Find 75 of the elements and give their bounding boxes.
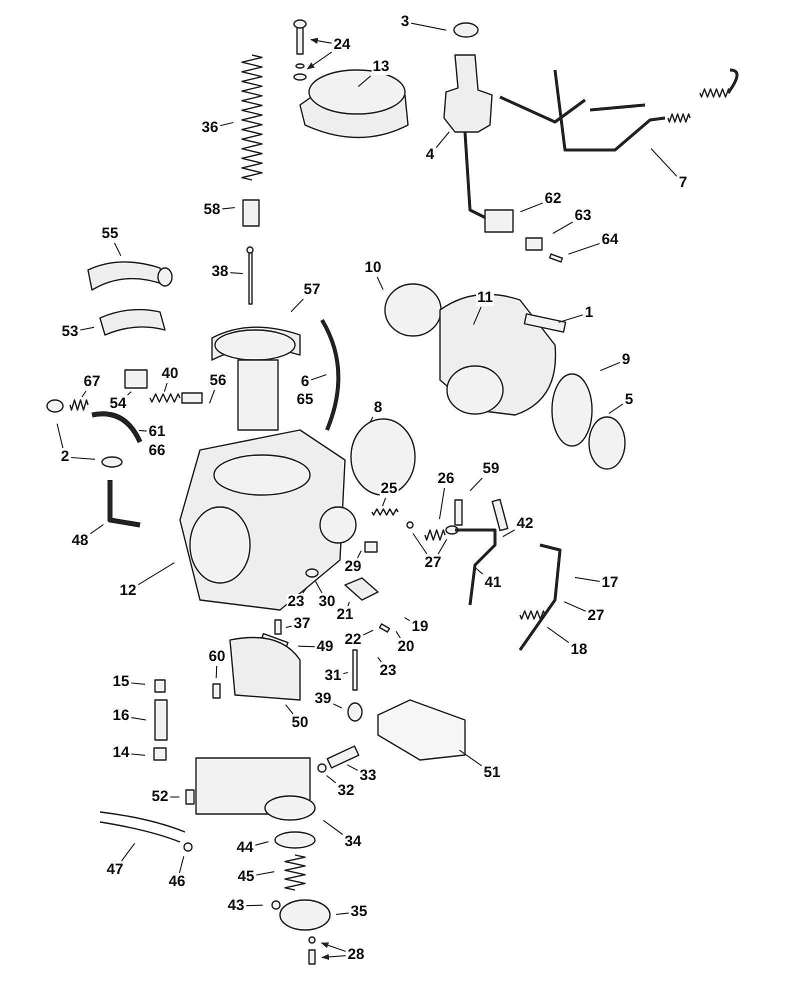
leader-line [306, 52, 332, 70]
leader-line [208, 390, 216, 404]
leader-line [333, 703, 342, 708]
leader-line [568, 242, 600, 255]
leader-line [230, 272, 243, 274]
leader-line [285, 704, 294, 714]
leader-line [608, 404, 624, 414]
leader-line [326, 775, 336, 784]
leader-line [574, 576, 600, 582]
leader-line [121, 842, 136, 862]
leader-line [520, 202, 543, 212]
leader-line [438, 539, 448, 554]
callout-number: 25 [380, 481, 398, 497]
leader-line [346, 764, 358, 771]
leader-line [404, 617, 410, 622]
leader-line [164, 382, 168, 392]
leader-line [363, 630, 374, 636]
leader-line [322, 820, 344, 835]
callout-number: 13 [372, 59, 390, 75]
leader-line [552, 222, 573, 234]
leader-line [459, 750, 482, 766]
leader-line [502, 529, 515, 538]
leader-line [82, 390, 86, 398]
leader-line [473, 306, 482, 325]
leader-line [127, 391, 132, 396]
leader-line [314, 580, 322, 594]
leader-line [311, 374, 327, 380]
leader-line [71, 456, 96, 460]
leader-line [336, 912, 349, 915]
leader-line [347, 602, 350, 606]
leader-line [396, 631, 401, 638]
leader-line [290, 298, 304, 312]
leader-line [256, 871, 274, 876]
leader-line [222, 207, 235, 210]
leader-line [475, 568, 484, 575]
leader-line [298, 646, 315, 648]
leader-line [131, 717, 146, 720]
leader-line [320, 942, 346, 952]
leader-line [286, 626, 292, 628]
leader-line [302, 588, 307, 594]
leader-line [438, 488, 446, 520]
leader-line [377, 656, 382, 662]
leader-line [90, 524, 104, 534]
leader-line [564, 601, 586, 612]
leader-line [310, 38, 332, 44]
leader-line [131, 682, 146, 685]
leader-line [412, 533, 428, 554]
leader-line [246, 904, 263, 906]
leader-line [321, 954, 346, 960]
leader-line [80, 326, 94, 331]
leader-line [411, 22, 446, 31]
leader-line [220, 122, 234, 126]
leader-line [138, 430, 147, 432]
leader-line [357, 550, 362, 558]
leader-line [56, 424, 64, 448]
leader-line [558, 314, 583, 323]
leader-line [114, 242, 122, 256]
leader-line [255, 841, 269, 846]
callout-number: 54 [108, 396, 128, 412]
leader-line [650, 148, 678, 177]
leader-line [370, 416, 374, 422]
leader-line [382, 498, 386, 506]
leader-line [376, 276, 384, 290]
leader-line [358, 75, 372, 88]
leader-line [436, 132, 450, 148]
leader-line [216, 666, 218, 678]
leader-line [170, 796, 180, 798]
leader-line [470, 478, 483, 492]
leader-line [546, 626, 570, 644]
callout-number: 11 [476, 290, 494, 306]
leader-line [131, 753, 146, 756]
leader-line [600, 362, 620, 372]
leader-line [138, 562, 175, 586]
leader-line [178, 856, 184, 874]
leader-line [343, 672, 348, 674]
